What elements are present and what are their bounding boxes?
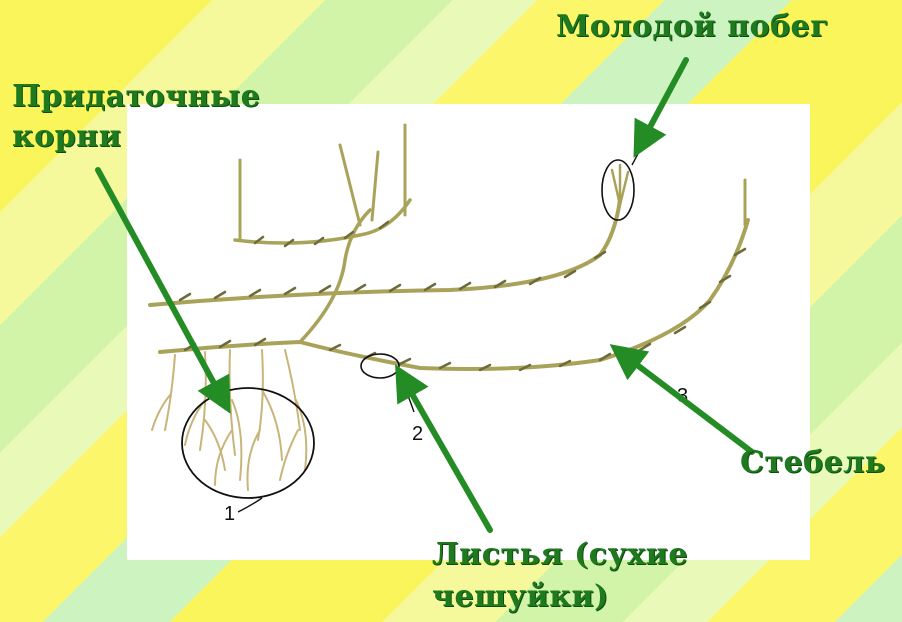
label-adventitious-roots-line2: корни [12,120,121,154]
label-young-shoot: Молодой побег [556,10,829,44]
stems [150,125,748,369]
arrow-young-shoot [642,60,686,142]
label-leaves-line2: чешуйки) [432,580,609,614]
vertical-shoot-3 [372,152,378,220]
label-leaves-line1: Листья (сухие [432,538,688,572]
upper-stem [150,200,620,305]
number-2: 2 [412,423,423,445]
young-shoot [612,165,628,205]
label-adventitious-roots-line1: Придаточные [12,80,260,114]
arrow-adventitious-roots [98,170,222,398]
number-1: 1 [224,503,235,525]
scale-leaf-outline [361,354,399,378]
label-stem: Стебель [740,446,886,480]
connector-stem [300,210,370,342]
top-branch [235,200,410,243]
vertical-shoot-2 [340,145,360,225]
roots-number-leader [238,498,262,512]
label-arrows [98,60,752,530]
arrow-leaves [404,380,490,530]
adventitious-roots [152,350,306,490]
arrow-stem [624,355,752,452]
